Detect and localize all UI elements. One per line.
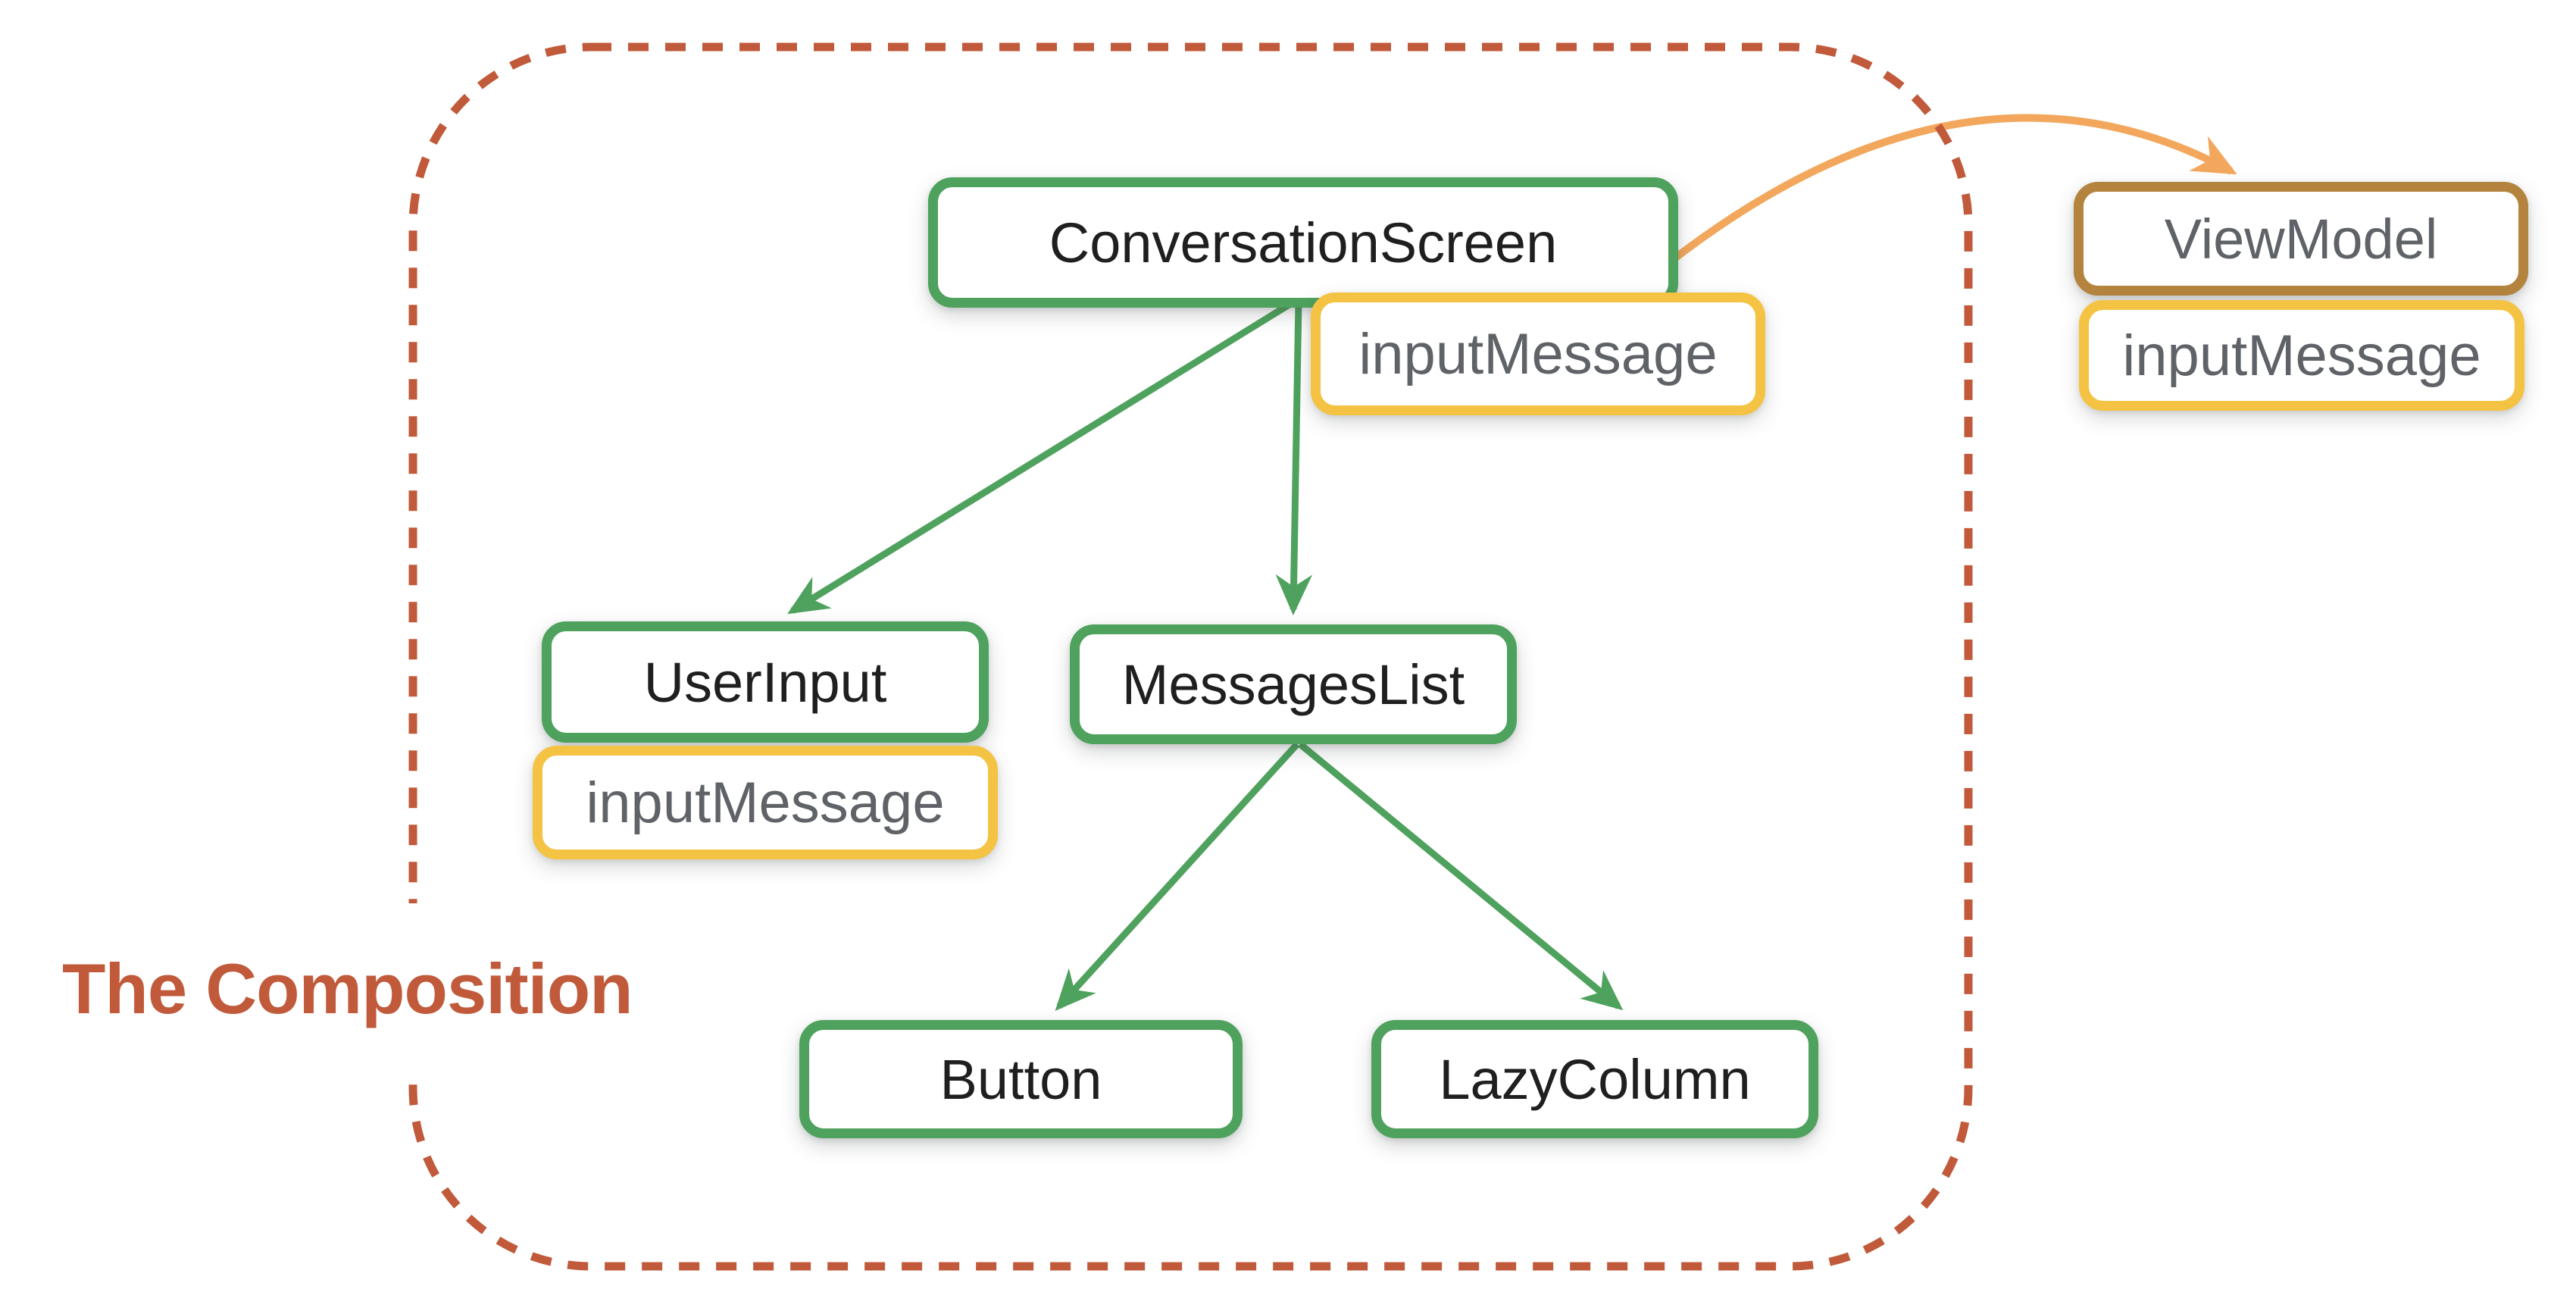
edge-messageslist-to-button [1055,741,1300,1011]
state-badge-user-input: inputMessage [533,746,998,859]
node-conversation-screen: ConversationScreen [928,177,1678,308]
state-badge-conversation-screen: inputMessage [1311,293,1765,415]
state-badge-label: inputMessage [2122,323,2481,388]
composition-boundary [408,42,1973,1271]
edge-conversationscreen-to-messageslist [1275,301,1313,616]
state-badge-label: inputMessage [586,770,945,835]
node-label: ConversationScreen [1049,211,1558,274]
edge-messageslist-to-lazycolumn [1298,741,1624,1011]
node-lazy-column: LazyColumn [1371,1020,1818,1138]
composition-title: The Composition [44,903,673,1074]
node-label: LazyColumn [1439,1047,1751,1111]
arrow-state-hoist-to-viewmodel [1668,114,2237,264]
node-label: ViewModel [2164,207,2438,271]
state-badge-label: inputMessage [1358,321,1718,386]
node-button: Button [799,1020,1243,1138]
node-user-input: UserInput [542,621,989,743]
node-view-model: ViewModel [2074,182,2528,296]
node-messages-list: MessagesList [1070,624,1517,744]
node-label: MessagesList [1121,652,1465,716]
node-label: Button [939,1047,1102,1111]
composition-title-text: The Composition [62,948,633,1028]
node-label: UserInput [643,650,887,714]
state-badge-view-model: inputMessage [2079,300,2524,411]
edge-conversationscreen-to-userinput [787,299,1296,615]
